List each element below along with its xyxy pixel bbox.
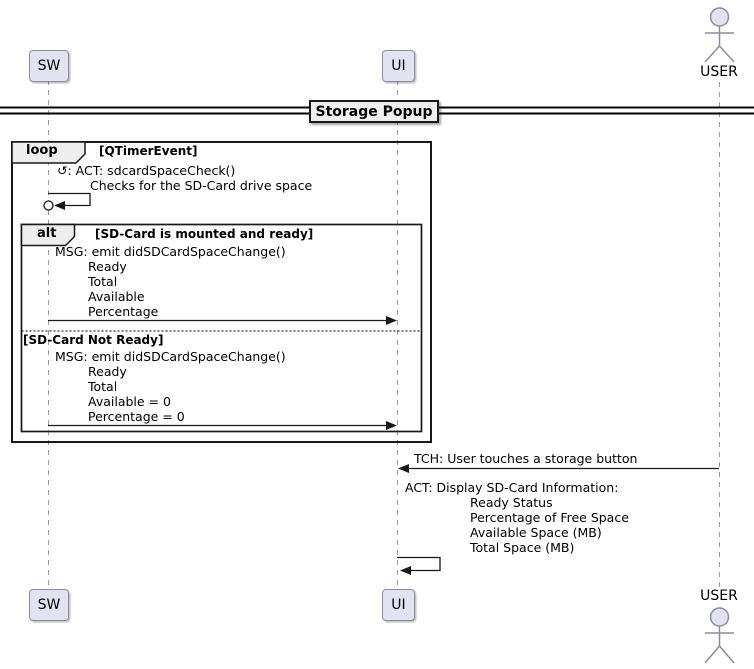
ready-message: MSG: emit didSDCardSpaceChange() Ready T… xyxy=(55,244,286,319)
participant-sw-bottom: SW xyxy=(29,589,69,621)
recurrence-icon: ↺ xyxy=(57,163,68,178)
message-line: MSG: emit didSDCardSpaceChange() xyxy=(55,244,286,259)
message-line: Percentage xyxy=(88,304,159,319)
loop-frame-tab xyxy=(11,141,86,164)
user-actor-icon-top xyxy=(704,7,735,63)
message-line: Ready xyxy=(88,259,127,274)
display-message: ACT: Display SD-Card Information: Ready … xyxy=(405,480,629,555)
message-line: Total Space (MB) xyxy=(470,540,575,555)
sdcard-check-self-arrow xyxy=(43,192,91,211)
message-line: ACT: Display SD-Card Information: xyxy=(405,480,619,495)
actor-user-label-bottom: USER xyxy=(700,588,738,604)
participant-ui-top: UI xyxy=(382,50,415,82)
actor-user-label-top: USER xyxy=(700,64,738,80)
sdcard-check-message: ↺: ACT: sdcardSpaceCheck() Checks for th… xyxy=(57,163,312,193)
message-line: Ready Status xyxy=(470,495,553,510)
lifelines xyxy=(48,80,720,590)
not-ready-message-arrow xyxy=(48,421,397,430)
message-line: Available Space (MB) xyxy=(470,525,602,540)
message-line: Percentage of Free Space xyxy=(470,510,629,525)
ready-message-arrow xyxy=(48,316,397,325)
sdcard-check-message-text: : ACT: sdcardSpaceCheck() xyxy=(67,163,236,178)
message-line: Available xyxy=(88,289,145,304)
user-actor-icon-bottom xyxy=(704,607,735,664)
touch-message: TCH: User touches a storage button xyxy=(414,451,638,466)
sdcard-check-message-note: Checks for the SD-Card drive space xyxy=(90,178,313,193)
message-line: Available = 0 xyxy=(88,394,171,409)
message-line: Total xyxy=(88,379,118,394)
loop-frame xyxy=(11,141,432,443)
alt-guard-label: [SD-Card is mounted and ready] xyxy=(95,227,314,241)
message-line: Ready xyxy=(88,364,127,379)
message-line: Total xyxy=(88,274,118,289)
alt-keyword-label: alt xyxy=(37,226,57,241)
display-self-arrow xyxy=(397,556,441,575)
loop-keyword-label: loop xyxy=(26,143,58,158)
alt-else-guard-label: [SD-Card Not Ready] xyxy=(23,333,164,347)
participant-ui-bottom: UI xyxy=(382,589,415,621)
participant-sw-top: SW xyxy=(29,50,69,82)
self-arrow-endpoint-circle xyxy=(43,200,54,211)
alt-frame-tab xyxy=(20,223,76,247)
alt-frame xyxy=(20,223,423,433)
touch-message-arrow xyxy=(398,464,719,473)
message-line: MSG: emit didSDCardSpaceChange() xyxy=(55,349,286,364)
loop-guard-label: [QTimerEvent] xyxy=(99,144,198,158)
message-line: Percentage = 0 xyxy=(88,409,185,424)
divider-storage-popup: Storage Popup xyxy=(309,100,439,123)
not-ready-message: MSG: emit didSDCardSpaceChange() Ready T… xyxy=(55,349,286,424)
